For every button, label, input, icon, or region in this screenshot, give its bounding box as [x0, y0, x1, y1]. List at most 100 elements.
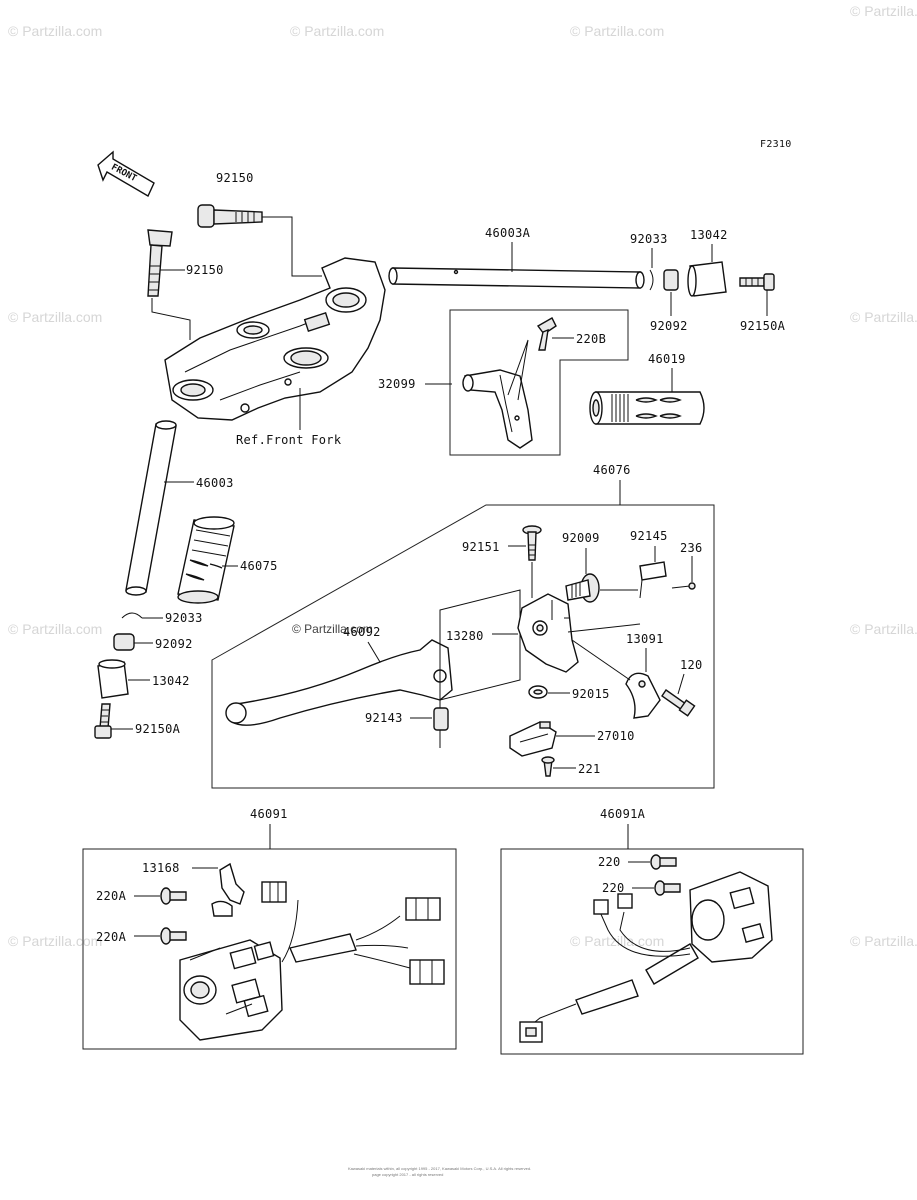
weight-13042-left: [97, 659, 129, 699]
bolt-92150-top: [197, 204, 263, 228]
holder-13280: [517, 593, 579, 673]
label-13280: 13280: [446, 629, 484, 643]
left-switch-housing: [179, 939, 283, 1041]
bolt-92150A-right: [739, 273, 775, 291]
lever-46092: [225, 639, 453, 726]
label-221: 221: [578, 762, 601, 776]
screw-236: [671, 582, 696, 590]
label-13091: 13091: [626, 632, 664, 646]
label-92015: 92015: [572, 687, 610, 701]
choke-lever-13168: [211, 862, 245, 917]
watermark: © Partzilla.com: [8, 23, 102, 39]
watermark: © Partzilla.com: [850, 3, 917, 19]
label-46003: 46003: [196, 476, 234, 490]
bolt-120: [661, 689, 696, 717]
watermark: © Partzilla.com: [850, 309, 917, 325]
grip-46019: [589, 391, 705, 425]
footer-copyright: Kawasaki materials within, all copyright…: [348, 1166, 531, 1171]
label-92143: 92143: [365, 711, 403, 725]
damper-92092-right: [663, 269, 679, 291]
watermark: © Partzilla.com: [570, 933, 664, 949]
label-92150A-left: 92150A: [135, 722, 181, 736]
washer-92015: [528, 685, 548, 699]
label-92009: 92009: [562, 531, 600, 545]
label-46019: 46019: [648, 352, 686, 366]
figure-code: F2310: [760, 139, 792, 150]
handlebar-46003A: [388, 267, 645, 289]
circlip-92033-right: [649, 269, 654, 291]
right-switch-box: [500, 848, 804, 1055]
label-46092: 46092: [343, 625, 381, 639]
front-arrow-icon: FRONT: [97, 150, 155, 197]
circlip-92033-left: [121, 612, 143, 619]
switch-27010: [509, 721, 557, 757]
label-92092-left: 92092: [155, 637, 193, 651]
right-switch-housing: [689, 871, 773, 963]
watermark: © Partzilla.com: [8, 621, 102, 637]
label-92150A-right: 92150A: [740, 319, 786, 333]
throttle-box: [449, 309, 629, 456]
connector-r1: [593, 899, 609, 915]
label-46091A: 46091A: [600, 807, 646, 821]
label-27010: 27010: [597, 729, 635, 743]
weight-13042-right: [687, 261, 727, 297]
grip-46075: [177, 516, 235, 604]
label-120: 120: [680, 658, 703, 672]
collar-92143: [433, 707, 449, 731]
label-32099: 32099: [378, 377, 416, 391]
watermark: © Partzilla.com: [8, 933, 102, 949]
label-92092-right: 92092: [650, 319, 688, 333]
connector-r3: [519, 1021, 543, 1043]
guide-lines: [439, 589, 521, 701]
damper-92092-left: [113, 633, 135, 651]
bolt-92150A-left: [94, 703, 112, 739]
screw-220A-1: [160, 887, 187, 905]
label-46075: 46075: [240, 559, 278, 573]
connector-r2: [617, 893, 633, 909]
label-92150-top: 92150: [216, 171, 254, 185]
label-92151: 92151: [462, 540, 500, 554]
clip-92145: [639, 561, 667, 599]
connector-3: [409, 959, 445, 985]
connector-1: [261, 881, 287, 903]
footer-copyright-2: page copyright 2017 - all rights reserve…: [372, 1172, 443, 1177]
label-46076: 46076: [593, 463, 631, 477]
watermark: © Partzilla.com: [570, 23, 664, 39]
throttle-grip-32099: [462, 369, 533, 449]
ref-note: Ref.Front Fork: [236, 433, 342, 447]
bolt-92150-left: [147, 229, 173, 297]
label-220A-2: 220A: [96, 930, 127, 944]
label-13042-left: 13042: [152, 674, 190, 688]
screw-220-1: [650, 854, 677, 870]
screw-220B: [536, 317, 557, 351]
label-220A-1: 220A: [96, 889, 127, 903]
label-92033-left: 92033: [165, 611, 203, 625]
label-92145: 92145: [630, 529, 668, 543]
clamp-13091: [625, 672, 661, 719]
adjuster-92009: [565, 573, 600, 603]
watermark-center: © Partzilla.com: [292, 622, 373, 636]
label-46003A: 46003A: [485, 226, 531, 240]
label-92150-left: 92150: [186, 263, 224, 277]
watermarks: © Partzilla.com © Partzilla.com © Partzi…: [8, 3, 917, 949]
watermark: © Partzilla.com: [850, 933, 917, 949]
pin-92151: [522, 525, 542, 561]
connector-2: [405, 897, 441, 921]
watermark: © Partzilla.com: [8, 309, 102, 325]
label-220-2: 220: [602, 881, 625, 895]
lever-assembly-box: [211, 504, 715, 789]
label-220-1: 220: [598, 855, 621, 869]
label-13042-right: 13042: [690, 228, 728, 242]
label-220B: 220B: [576, 332, 606, 346]
handlebar-46003: [125, 420, 177, 596]
screw-220A-2: [160, 927, 187, 945]
watermark: © Partzilla.com: [290, 23, 384, 39]
label-92033-right: 92033: [630, 232, 668, 246]
screw-220-2: [654, 880, 681, 896]
label-236: 236: [680, 541, 703, 555]
label-46091: 46091: [250, 807, 288, 821]
watermark: © Partzilla.com: [850, 621, 917, 637]
screw-221: [541, 756, 555, 777]
triple-clamp: [164, 257, 386, 421]
